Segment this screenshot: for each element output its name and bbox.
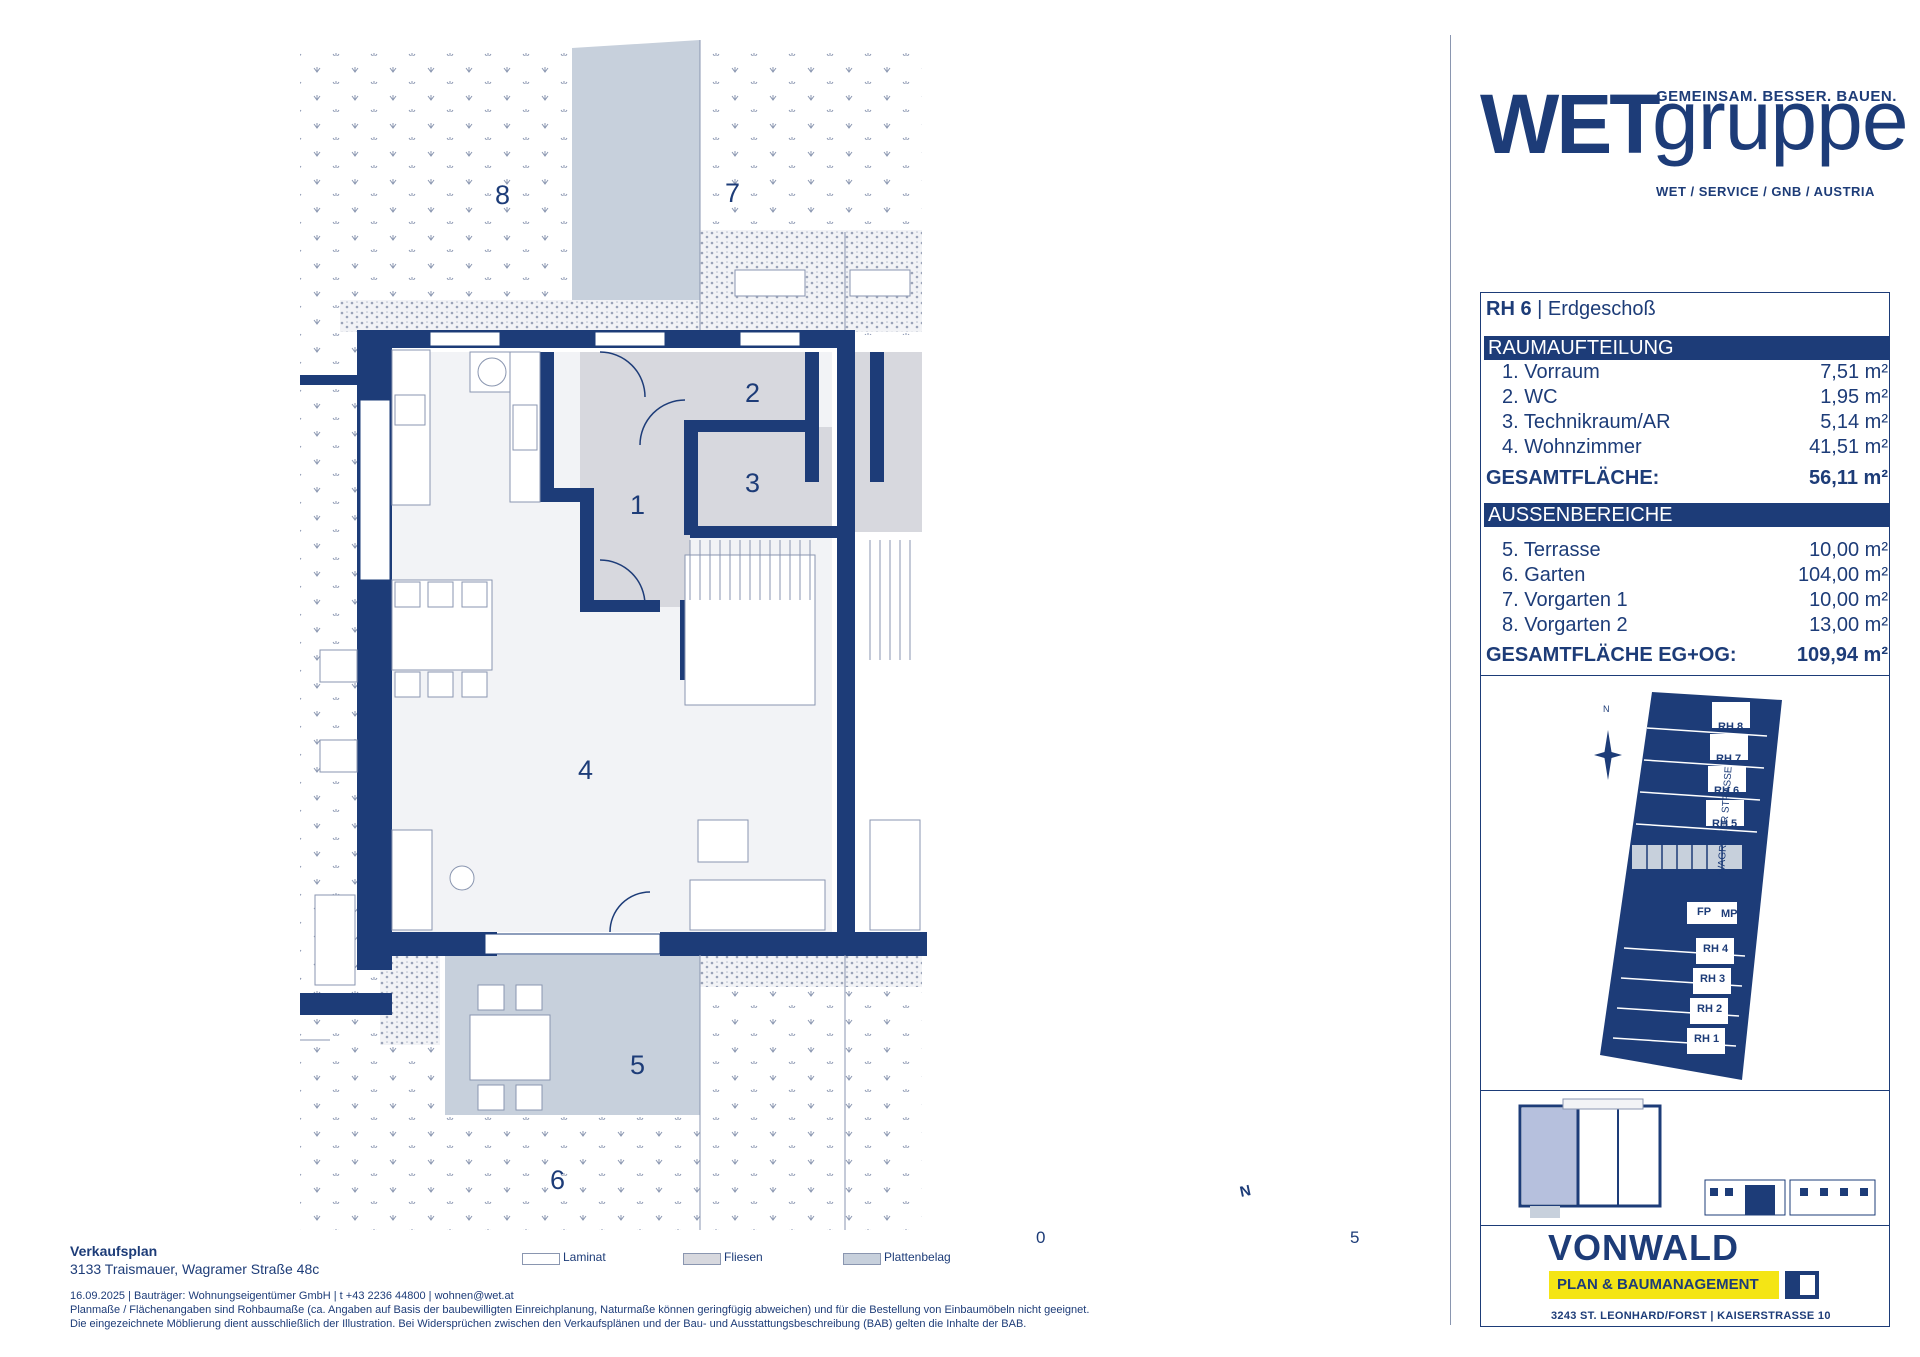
site-mp-label: MP: [1721, 908, 1738, 920]
outdoor-row: 5. Terrasse 10,00 m²: [1502, 538, 1888, 563]
entrance-path: [572, 40, 700, 330]
brand-logo-gruppe: gruppe: [1652, 73, 1909, 167]
unit-header: RH 6 | Erdgeschoß: [1486, 298, 1656, 320]
footer-line-2: Planmaße / Flächenangaben sind Rohbaumaß…: [70, 1304, 1090, 1316]
total-eg-og-row: GESAMTFLÄCHE EG+OG: 109,94 m²: [1486, 642, 1888, 668]
outdoor-row: 7. Vorgarten 1 10,00 m²: [1502, 588, 1888, 613]
section-aussenbereiche: AUSSENBEREICHE: [1484, 503, 1890, 527]
info-panel: [1480, 292, 1890, 1327]
outdoor-name: 6. Garten: [1502, 564, 1586, 586]
site-north-label: N: [1603, 704, 1610, 714]
footer-line-3: Die eingezeichnete Möblierung dient auss…: [70, 1318, 1027, 1330]
neighbor-strip: [850, 352, 922, 532]
site-unit-label: RH 8: [1718, 721, 1744, 733]
footer-line-1: 16.09.2025 | Bauträger: Wohnungseigentüm…: [70, 1290, 514, 1302]
room-name: 4. Wohnzimmer: [1502, 436, 1642, 458]
outdoor-area: 104,00 m²: [1797, 564, 1888, 586]
gravel-strip-south-2: [700, 955, 922, 987]
brand-subline: WET / SERVICE / GNB / AUSTRIA: [1656, 184, 1875, 199]
site-unit-label: RH 3: [1700, 973, 1726, 985]
vertical-divider: [1450, 35, 1451, 1325]
vonwald-tagline: PLAN & BAUMANAGEMENT: [1549, 1271, 1779, 1299]
site-unit-label: RH 6: [1714, 785, 1740, 797]
legend-swatch-laminat: [522, 1253, 560, 1265]
panel-separator: [1480, 675, 1890, 676]
room-area: 7,51 m²: [1820, 361, 1888, 383]
total-value: 56,11 m²: [1809, 467, 1888, 489]
room-number-7: 7: [725, 178, 741, 208]
room-name: 3. Technikraum/AR: [1502, 411, 1671, 433]
legend-label-laminat: Laminat: [563, 1250, 606, 1264]
room-name: 1. Vorraum: [1502, 361, 1600, 383]
site-unit-label: RH 1: [1694, 1033, 1720, 1045]
brand-logo-wet: WET: [1480, 77, 1661, 171]
vonwald-logo: VONWALD: [1548, 1227, 1739, 1268]
footer-address: 3133 Traismauer, Wagramer Straße 48c: [70, 1261, 320, 1277]
site-unit-label: RH 2: [1697, 1003, 1723, 1015]
panel-separator: [1480, 1090, 1890, 1091]
outdoor-name: 8. Vorgarten 2: [1502, 614, 1628, 636]
legend-label-plattenbelag: Plattenbelag: [884, 1250, 951, 1264]
site-unit-label: RH 4: [1703, 943, 1729, 955]
site-unit-label: RH 7: [1716, 753, 1742, 765]
room-area: 5,14 m²: [1820, 411, 1888, 433]
room-number-4: 4: [578, 755, 594, 785]
outdoor-row: 8. Vorgarten 2 13,00 m²: [1502, 613, 1888, 638]
footer-title: Verkaufsplan: [70, 1243, 158, 1259]
vorraum-floor: [580, 352, 690, 607]
outdoor-name: 7. Vorgarten 1: [1502, 589, 1628, 611]
total-eg-og-label: GESAMTFLÄCHE EG+OG:: [1486, 644, 1737, 666]
room-number-3: 3: [745, 468, 761, 498]
room-number-2: 2: [745, 378, 761, 408]
site-unit-label: RH 5: [1712, 818, 1738, 830]
room-number-8: 8: [495, 180, 511, 210]
site-fp-label: FP: [1697, 906, 1712, 918]
outdoor-area: 13,00 m²: [1809, 614, 1888, 636]
site-plan: [1594, 692, 1782, 1080]
outdoor-area: 10,00 m²: [1809, 589, 1888, 611]
floor-plan: [300, 40, 927, 1230]
room-area: 1,95 m²: [1820, 386, 1888, 408]
wc-floor: [690, 352, 810, 427]
room-number-1: 1: [630, 490, 646, 520]
legend-label-fliesen: Fliesen: [724, 1250, 763, 1264]
total-row: GESAMTFLÄCHE: 56,11 m²: [1486, 465, 1888, 491]
scale-end-label: 5: [1350, 1228, 1360, 1247]
panel-separator: [1480, 1225, 1890, 1226]
section-raumaufteilung: RAUMAUFTEILUNG: [1484, 336, 1890, 360]
floor-thumbnail: [1518, 1098, 1662, 1218]
building-elevation-thumbnail: [1704, 1179, 1876, 1216]
brand-slogan: GEMEINSAM. BESSER. BAUEN.: [1656, 88, 1897, 105]
room-row: 2. WC 1,95 m²: [1502, 385, 1888, 410]
room-row: 3. Technikraum/AR 5,14 m²: [1502, 410, 1888, 435]
outdoor-row: 6. Garten 104,00 m²: [1502, 563, 1888, 588]
room-row: 4. Wohnzimmer 41,51 m²: [1502, 435, 1888, 460]
room-area: 41,51 m²: [1809, 436, 1888, 458]
scale-start-label: 0: [1036, 1228, 1046, 1247]
legend-swatch-fliesen: [683, 1253, 721, 1265]
site-compass-icon: [1594, 730, 1622, 780]
outdoor-name: 5. Terrasse: [1502, 539, 1601, 561]
room-row: 1. Vorraum 7,51 m²: [1502, 360, 1888, 385]
vonwald-address: 3243 ST. LEONHARD/FORST | KAISERSTRASSE …: [1551, 1310, 1831, 1322]
outdoor-area: 10,00 m²: [1809, 539, 1888, 561]
floor-label: Erdgeschoß: [1547, 298, 1656, 320]
room-name: 2. WC: [1502, 386, 1558, 408]
legend-swatch-plattenbelag: [843, 1253, 881, 1265]
total-label: GESAMTFLÄCHE:: [1486, 467, 1660, 489]
room-number-6: 6: [550, 1165, 566, 1195]
room-number-5: 5: [630, 1050, 646, 1080]
total-eg-og-value: 109,94 m²: [1796, 644, 1888, 666]
plan-compass-label: N: [1238, 1182, 1253, 1201]
unit-label: RH 6: [1486, 298, 1532, 320]
